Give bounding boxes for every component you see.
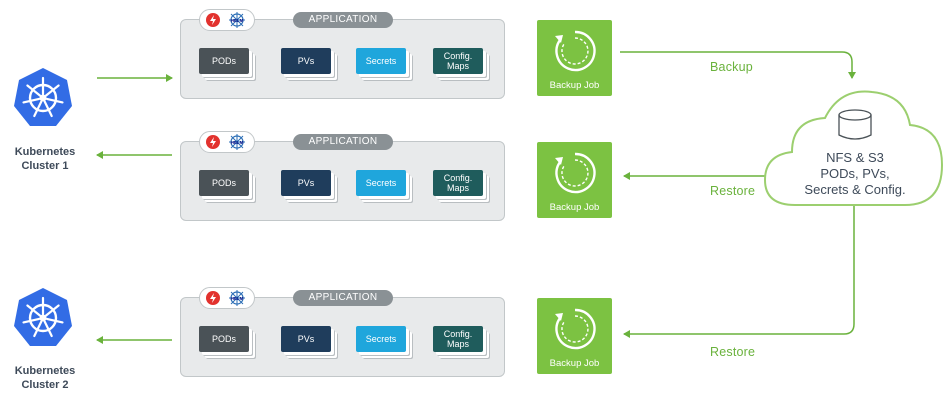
kubernetes-icon bbox=[14, 288, 72, 346]
config-maps-box: Config.Maps bbox=[433, 326, 483, 352]
config-label-line1: Config. bbox=[443, 51, 473, 61]
helm-badge: HELM bbox=[199, 287, 255, 309]
storage-line1: NFS & S3 bbox=[826, 150, 884, 165]
helm-icon: HELM bbox=[229, 134, 245, 150]
backup-label: Backup bbox=[710, 60, 753, 74]
cluster-2-label: Kubernetes Cluster 2 bbox=[0, 364, 95, 392]
config-label-line2: Maps bbox=[446, 61, 469, 71]
cloud-icon bbox=[763, 90, 944, 206]
restore-label-1: Restore bbox=[710, 184, 756, 198]
helm-badge: HELM bbox=[199, 9, 255, 31]
pods-box: PODs bbox=[199, 170, 249, 196]
storage-line3: Secrets & Config. bbox=[804, 182, 906, 197]
kubernetes-icon bbox=[14, 68, 72, 126]
application-title: APPLICATION bbox=[293, 290, 393, 306]
config-maps-box: Config.Maps bbox=[433, 170, 483, 196]
backup-job-2: Backup Job bbox=[537, 142, 612, 218]
secrets-box: Secrets bbox=[356, 170, 406, 196]
storage-line2: PODs, PVs, bbox=[820, 166, 890, 181]
cluster-2-line2: Cluster 2 bbox=[21, 379, 69, 391]
pvs-box: PVs bbox=[281, 170, 331, 196]
config-label-line1: Config. bbox=[443, 329, 473, 339]
secrets-box: Secrets bbox=[356, 48, 406, 74]
backup-job-1: Backup Job bbox=[537, 20, 612, 96]
config-label-line1: Config. bbox=[443, 173, 473, 183]
backup-cycle-icon bbox=[555, 308, 596, 350]
bolt-icon bbox=[206, 291, 220, 305]
config-maps-box: Config.Maps bbox=[433, 48, 483, 74]
database-icon bbox=[838, 109, 872, 140]
cluster-1-label: Kubernetes Cluster 1 bbox=[0, 145, 95, 173]
helm-text: HELM bbox=[231, 18, 244, 23]
helm-icon: HELM bbox=[229, 12, 245, 28]
secrets-label: Secrets bbox=[365, 178, 397, 188]
helm-text: HELM bbox=[231, 140, 244, 145]
application-title: APPLICATION bbox=[293, 134, 393, 150]
backup-job-label: Backup Job bbox=[549, 202, 600, 213]
backup-job-label: Backup Job bbox=[549, 358, 600, 369]
pods-box: PODs bbox=[199, 48, 249, 74]
backup-job-3: Backup Job bbox=[537, 298, 612, 374]
bolt-icon bbox=[206, 135, 220, 149]
config-label-line2: Maps bbox=[446, 339, 469, 349]
restore-label-2: Restore bbox=[710, 345, 756, 359]
arrow-restore-2 bbox=[623, 198, 855, 338]
secrets-label: Secrets bbox=[365, 56, 397, 66]
backup-cycle-icon bbox=[555, 30, 596, 72]
pods-box: PODs bbox=[199, 326, 249, 352]
helm-badge: HELM bbox=[199, 131, 255, 153]
pvs-label: PVs bbox=[297, 56, 315, 66]
backup-job-label: Backup Job bbox=[549, 80, 600, 91]
helm-icon: HELM bbox=[229, 290, 245, 306]
cluster-1-line2: Cluster 1 bbox=[21, 160, 69, 172]
bolt-icon bbox=[206, 13, 220, 27]
pods-label: PODs bbox=[211, 56, 236, 66]
application-panel-3: HELM APPLICATION PODs PVs Secrets Config… bbox=[180, 287, 505, 377]
application-panel-2: HELM APPLICATION PODs PVs Secrets Config… bbox=[180, 131, 505, 221]
config-label-line2: Maps bbox=[446, 183, 469, 193]
helm-text: HELM bbox=[231, 296, 244, 301]
secrets-box: Secrets bbox=[356, 326, 406, 352]
pvs-label: PVs bbox=[297, 178, 315, 188]
pvs-box: PVs bbox=[281, 48, 331, 74]
pvs-box: PVs bbox=[281, 326, 331, 352]
pods-label: PODs bbox=[211, 178, 236, 188]
secrets-label: Secrets bbox=[365, 334, 397, 344]
application-panel-1: HELM APPLICATION PODs PVs Secrets Config… bbox=[180, 9, 505, 99]
pvs-label: PVs bbox=[297, 334, 315, 344]
application-title: APPLICATION bbox=[293, 12, 393, 28]
arrow-backup bbox=[620, 51, 856, 79]
backup-cycle-icon bbox=[555, 152, 596, 194]
pods-label: PODs bbox=[211, 334, 236, 344]
cluster-2-line1: Kubernetes bbox=[14, 365, 76, 377]
cluster-1-line1: Kubernetes bbox=[14, 146, 76, 158]
